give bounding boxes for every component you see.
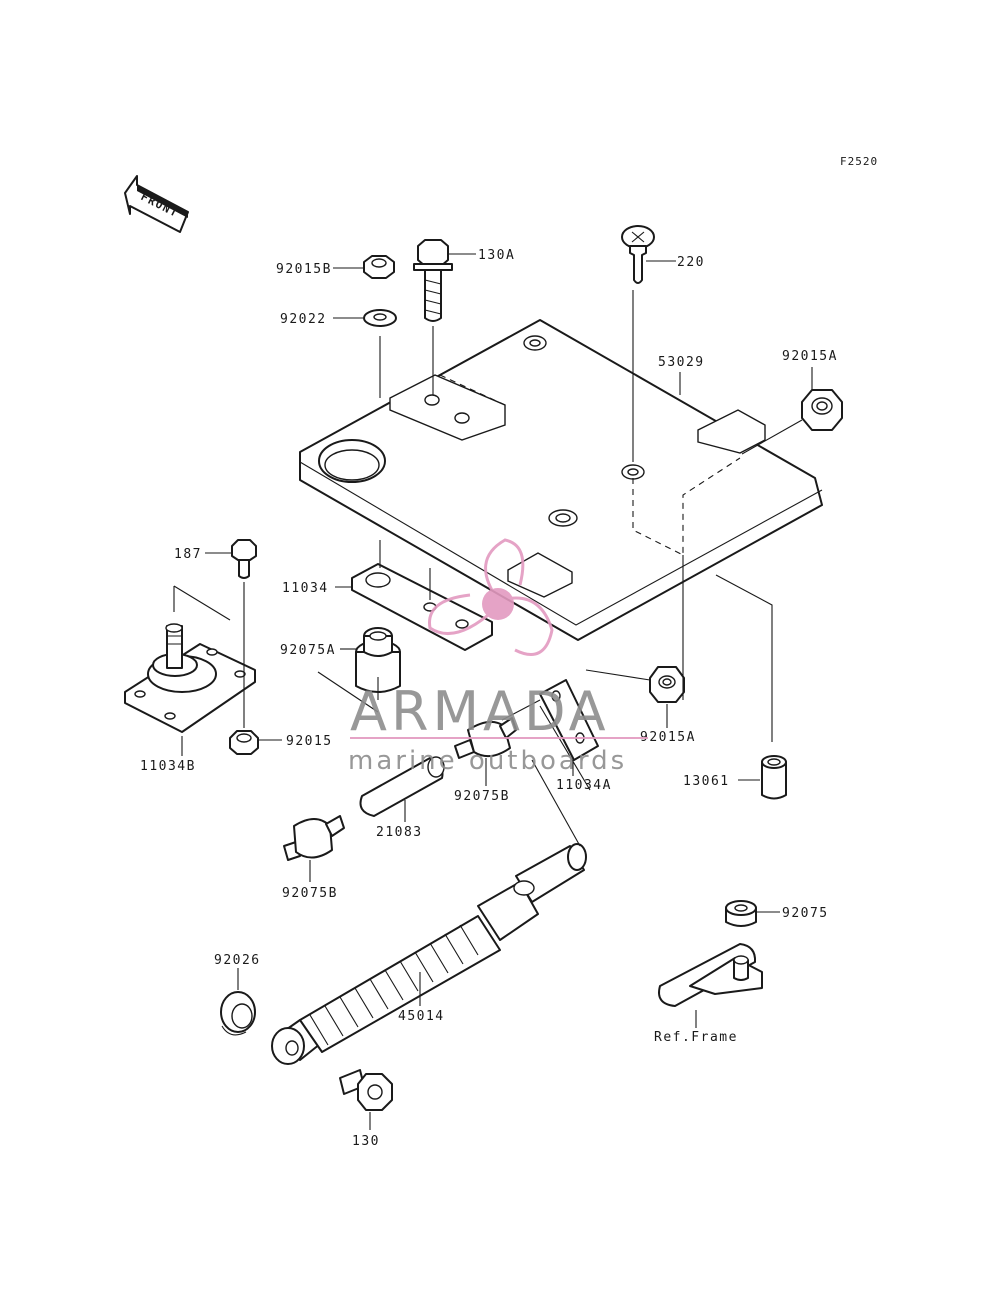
label-21083: 21083 [376, 825, 423, 840]
watermark-brand: ARMADA [350, 680, 610, 743]
label-11034: 11034 [282, 581, 329, 596]
part-92015B-nut [363, 255, 395, 279]
label-92075: 92075 [782, 906, 829, 921]
label-187: 187 [174, 547, 202, 562]
label-92015B: 92015B [276, 262, 332, 277]
part-labels: 92015B 130A 220 92022 53029 92015A 187 1… [140, 248, 838, 1149]
part-130A-bolt [413, 239, 453, 322]
label-13061: 13061 [683, 774, 730, 789]
label-130A: 130A [478, 248, 515, 263]
label-92075A: 92075A [280, 643, 336, 658]
armada-watermark: ARMADA marine outboards [348, 538, 648, 776]
watermark-tagline: marine outboards [348, 746, 627, 776]
label-11034A: 11034A [556, 778, 612, 793]
label-130: 130 [352, 1134, 380, 1149]
label-92015A-top: 92015A [782, 349, 838, 364]
label-92026: 92026 [214, 953, 261, 968]
part-92075B-mount-left [283, 815, 345, 861]
part-187-bolt [231, 539, 257, 579]
diagram-code: F2520 [840, 155, 878, 168]
label-92075B-left: 92075B [282, 886, 338, 901]
label-92075B-mid: 92075B [454, 789, 510, 804]
part-13061-collar [761, 755, 787, 800]
label-ref-frame: Ref.Frame [654, 1030, 738, 1045]
part-92015A-nut-top [801, 389, 843, 431]
part-92015A-nut-mid [649, 666, 685, 703]
label-92022: 92022 [280, 312, 327, 327]
leader-lines [173, 253, 813, 1130]
part-92015-nut [229, 730, 259, 755]
label-53029: 53029 [658, 355, 705, 370]
part-92075-rubber [725, 900, 757, 927]
part-130-bolt [339, 1069, 393, 1111]
label-92015: 92015 [286, 734, 333, 749]
front-arrow-icon: FRONT [124, 175, 189, 233]
part-11034-bracket [351, 563, 493, 651]
label-11034B: 11034B [140, 759, 196, 774]
part-21083-pin [359, 756, 445, 817]
ref-frame-bracket [658, 943, 763, 1007]
part-92026-washer [220, 991, 256, 1036]
part-92075A-rubber [355, 627, 401, 693]
label-92015A-mid: 92015A [640, 730, 696, 745]
label-220: 220 [677, 255, 705, 270]
part-220-screw [621, 225, 655, 284]
part-92022-washer [363, 309, 397, 327]
part-11034B-mount [124, 623, 256, 733]
label-45014: 45014 [398, 1009, 445, 1024]
part-45014-shock-absorber [271, 843, 587, 1065]
armada-logo-icon [428, 538, 554, 656]
